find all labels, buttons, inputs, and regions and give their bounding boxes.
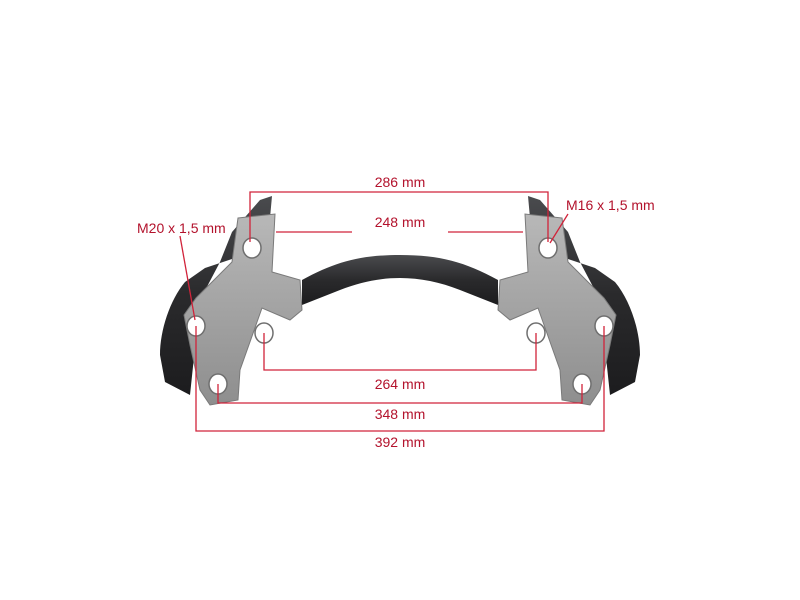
dim-264-line: [263, 333, 537, 371]
steel-plates: [183, 213, 617, 406]
cast-bridge: [302, 255, 498, 305]
thread-left-leader: [179, 235, 196, 321]
dim-392-label: 392 mm: [375, 434, 426, 450]
hole-left-top: [242, 237, 262, 259]
thread-left-label: M20 x 1,5 mm: [137, 220, 226, 236]
dimension-lines: [179, 191, 605, 432]
dim-392-line: [195, 326, 605, 432]
dim-286-line: [249, 191, 549, 242]
dim-286-label: 286 mm: [375, 174, 426, 190]
dim-348-line: [217, 384, 583, 404]
thread-right-leader: [549, 213, 569, 244]
right-plate: [497, 213, 617, 406]
left-plate: [183, 213, 303, 406]
mounting-holes: [186, 237, 614, 395]
dim-264-label: 264 mm: [375, 376, 426, 392]
thread-right-label: M16 x 1,5 mm: [566, 197, 655, 213]
dim-248-label: 248 mm: [375, 214, 426, 230]
dimension-labels: 286 mm 248 mm 264 mm 348 mm 392 mm M20 x…: [137, 174, 655, 450]
dim-348-label: 348 mm: [375, 406, 426, 422]
